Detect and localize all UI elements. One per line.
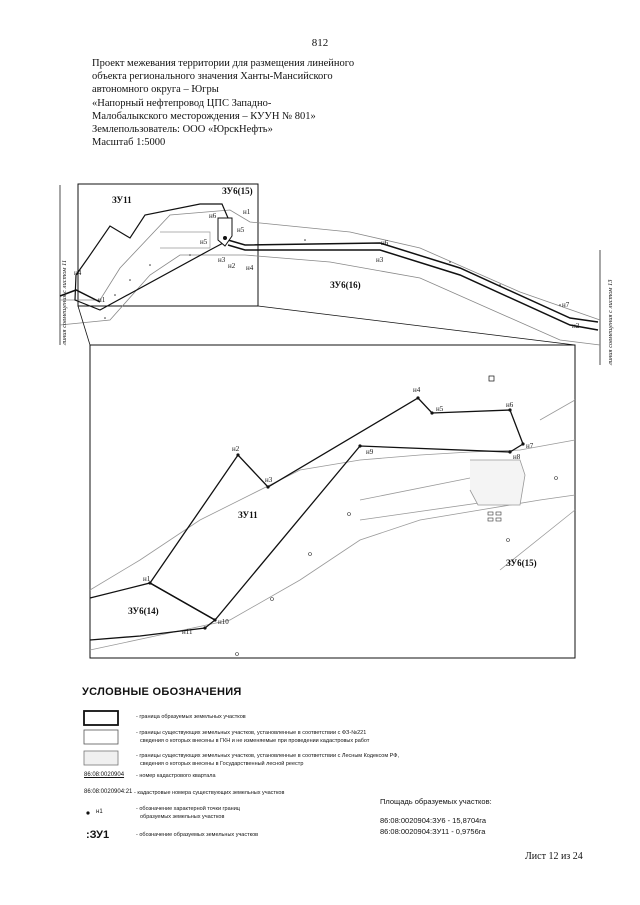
point-label: н5: [436, 405, 444, 413]
inset-vertices: [148, 396, 525, 630]
point-label: н8: [513, 453, 521, 461]
area-summary: Площадь образуемых участков: 86:08:00209…: [380, 796, 492, 837]
point-label: н2: [232, 445, 240, 453]
zu11-boundary-inset: [149, 397, 524, 621]
point-label: н3: [265, 476, 273, 484]
point-label: н10: [218, 618, 229, 626]
point-label: н3: [218, 256, 226, 264]
zu11-boundary-top: [74, 203, 229, 311]
title-line-3: автономного округа – Югры: [92, 84, 219, 96]
title-line-6: Землепользователь: ООО «ЮрскНефть»: [92, 124, 273, 136]
point-label: н4: [246, 264, 254, 272]
label-zu6-15-inset: ЗУ6(15): [506, 558, 537, 568]
point-label: н11: [182, 628, 193, 636]
inset-forest-edge: [539, 399, 576, 421]
area-line-1: 86:08:0020904:ЗУ6 - 15,8704га: [380, 816, 487, 825]
match-label-right: линия совмещения с листом 13: [607, 279, 614, 366]
inset-frame: [89, 344, 576, 659]
label-zu11-inset: ЗУ11: [238, 510, 258, 520]
inset-map: н1 н2 н3 н4 н5 н6 н7 н8 н9 н10 н11 ЗУ11 …: [89, 344, 576, 659]
overview-frame: [77, 183, 259, 307]
title-line-4: «Напорный нефтепровод ЦПС Западно-: [92, 97, 272, 109]
zu6-corridor-b: [227, 244, 599, 331]
point-label: н7: [562, 301, 570, 309]
point-label: н6: [209, 212, 217, 220]
point-label: н5: [237, 226, 245, 234]
title-line-7: Масштаб 1:5000: [92, 137, 166, 149]
point-label: н3: [376, 256, 384, 264]
point-label: н2: [228, 262, 236, 270]
zu6-corridor-left: [59, 289, 101, 303]
label-zu6-14: ЗУ6(14): [128, 606, 159, 616]
legend-swatches: [83, 710, 119, 815]
point-label: н4: [413, 386, 421, 394]
title-line-5: Малобалыкского месторождения – КУУН № 80…: [92, 110, 316, 122]
point-label: н5: [200, 238, 208, 246]
point-label: н6: [506, 401, 514, 409]
match-label-left: линия совмещения с листом 11: [61, 260, 68, 346]
marker-rects: [487, 511, 502, 522]
point-label: н1: [143, 575, 151, 583]
sheet-number: Лист 12 из 24: [525, 851, 583, 862]
forest-boundary-upper: [60, 209, 601, 321]
inset-forest-edge-2: [499, 509, 576, 571]
overview-map: ЗУ11 ЗУ6(15) ЗУ6(16) н1 н2 н3 н4 н5 н6 н…: [59, 183, 614, 366]
scatter-dots: [104, 239, 561, 319]
forest-plot: [160, 231, 211, 249]
legend-item-1: - граница образуемых земельных участков: [136, 714, 246, 720]
point-label: н1: [243, 208, 251, 216]
legend-parcel-code: 86:08:0020904:21: [84, 789, 133, 795]
label-zu6-15-top: ЗУ6(15): [222, 186, 253, 196]
zu6-14-boundary: [89, 582, 217, 641]
legend-point-desc-a: - обозначение характерной точки границ: [136, 806, 240, 812]
title-block: Проект межевания территории для размещен…: [92, 57, 392, 149]
legend-item-2b: сведения о которых внесены в ГКН и не из…: [140, 738, 370, 744]
swatch-existing-parcel: [83, 729, 119, 745]
legend-quarter-desc: - номер кадастрового квартала: [136, 773, 216, 779]
title-line-1: Проект межевания территории для размещен…: [92, 58, 355, 69]
legend-title: УСЛОВНЫЕ ОБОЗНАЧЕНИЯ: [82, 686, 242, 698]
label-zu6-16: ЗУ6(16): [330, 280, 361, 290]
point-label: н6: [381, 239, 389, 247]
legend-point-symbol: н1: [96, 809, 103, 815]
inset-building: [469, 459, 526, 506]
legend-quarter-code: 86:08:0020904: [84, 772, 125, 778]
point-label: н7: [526, 442, 534, 450]
swatch-forest-parcel: [83, 750, 119, 766]
zu6-15-plot: [217, 217, 233, 247]
forest-boundary-lower: [59, 254, 601, 346]
inset-forest-lower: [89, 494, 576, 651]
legend-item-3b: сведения о которых внесены в Государстве…: [140, 761, 304, 767]
area-title: Площадь образуемых участков:: [380, 797, 492, 806]
zu6-corridor-a: [227, 239, 599, 323]
point-label: н2: [572, 322, 580, 330]
point-label: н9: [366, 448, 374, 456]
marker-square: [488, 375, 495, 382]
connector-right: [257, 305, 576, 346]
connector-left: [77, 305, 91, 346]
label-zu11-top: ЗУ11: [112, 195, 132, 205]
legend-item-3a: - границы существующих земельных участко…: [136, 753, 399, 759]
legend-item-2a: - границы существующих земельных участко…: [136, 730, 367, 736]
swatch-new-parcel: [83, 710, 119, 726]
title-line-2: объекта регионального значения Ханты-Ман…: [92, 71, 333, 83]
legend-parcel-desc: - кадастровые номера существующих земель…: [134, 790, 285, 796]
page-number: 812: [311, 37, 329, 49]
point-marker: [223, 236, 227, 240]
legend-zu-desc: - обозначение образуемых земельных участ…: [136, 832, 259, 838]
point-label: н4: [74, 269, 82, 277]
legend-point-icon: [86, 811, 90, 815]
point-label: н1: [98, 296, 106, 304]
legend-point-desc-b: образуемых земельных участков: [140, 814, 225, 820]
legend-zu-symbol: :ЗУ1: [86, 829, 110, 841]
marker-circles: [235, 476, 558, 656]
area-line-2: 86:08:0020904:ЗУ11 - 0,9756га: [380, 827, 486, 836]
